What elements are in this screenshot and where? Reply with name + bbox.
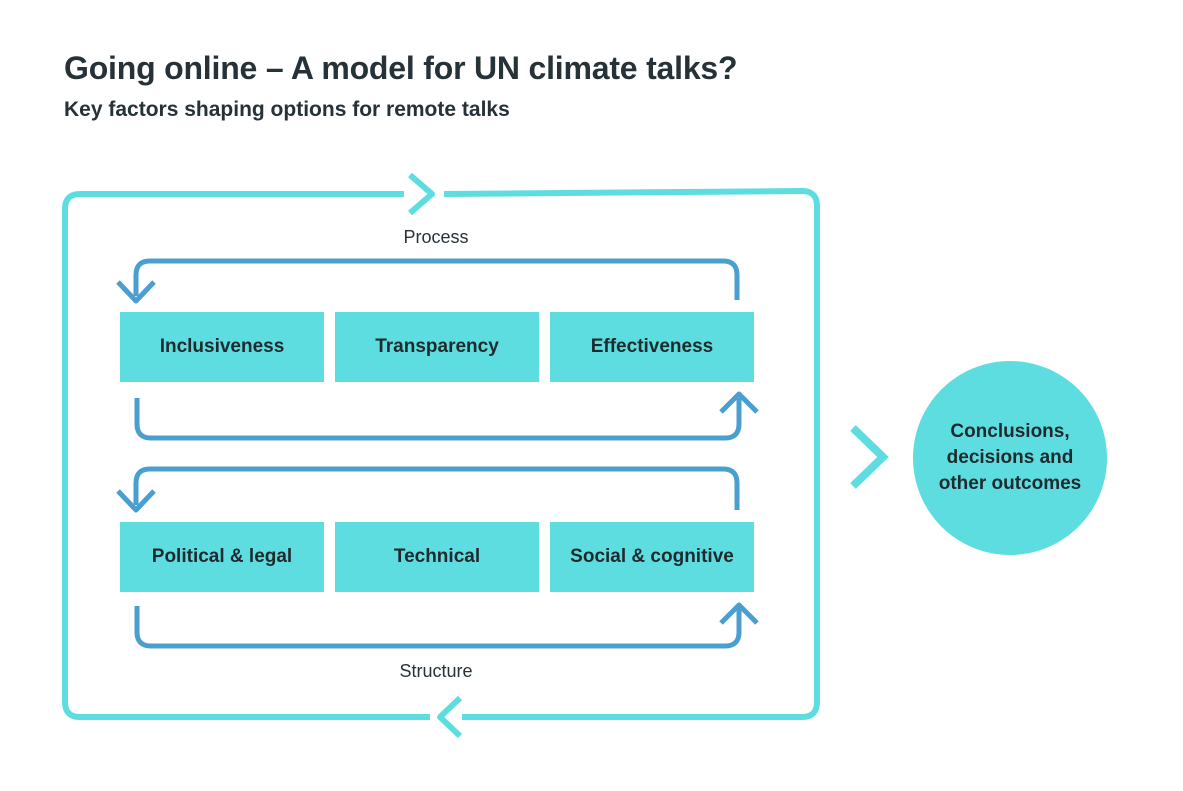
outer-arrow-left-icon	[437, 695, 463, 739]
structure-loop-bottom	[134, 606, 742, 649]
factor-political-legal: Political & legal	[120, 522, 324, 592]
outcome-label: Conclusions, decisions and other outcome…	[938, 421, 1082, 494]
factor-effectiveness: Effectiveness	[550, 312, 754, 382]
process-arrow-up-icon	[719, 391, 759, 414]
outer-loop	[62, 172, 820, 739]
page-subtitle: Key factors shaping options for remote t…	[64, 98, 510, 121]
structure-arrow-down-icon	[116, 489, 156, 513]
process-arrow-down-icon	[116, 280, 156, 304]
factor-transparency: Transparency	[335, 312, 539, 382]
structure-loop-top	[133, 466, 740, 510]
outer-arrow-right-icon	[408, 172, 435, 216]
process-loops	[116, 258, 759, 441]
process-loop-bottom	[134, 398, 742, 441]
page-title: Going online – A model for UN climate ta…	[64, 50, 738, 86]
outcome-circle: Conclusions, decisions and other outcome…	[913, 361, 1107, 555]
factor-technical: Technical	[335, 522, 539, 592]
structure-arrow-up-icon	[719, 602, 759, 625]
outer-loop-right	[443, 188, 820, 720]
outer-loop-top-left	[62, 191, 430, 720]
structure-label: Structure	[399, 661, 473, 681]
factor-social-cognitive: Social & cognitive	[550, 522, 754, 592]
process-loop-top	[133, 258, 740, 300]
process-label: Process	[403, 227, 469, 247]
chevron-right-icon	[850, 425, 889, 489]
factor-inclusiveness: Inclusiveness	[120, 312, 324, 382]
structure-loops	[116, 466, 759, 649]
